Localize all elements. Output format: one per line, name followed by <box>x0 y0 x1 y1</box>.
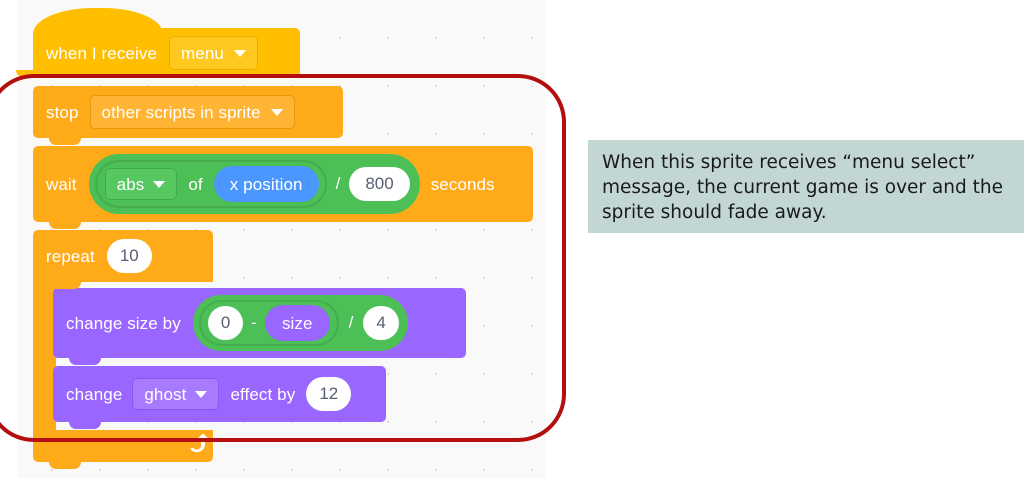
math-function-connector-label: of <box>188 174 203 194</box>
change-size-by-label: change size by <box>66 313 181 333</box>
effect-dropdown[interactable]: ghost <box>132 378 220 410</box>
when-i-receive-label: when I receive <box>46 43 158 63</box>
x-position-label: x position <box>229 174 303 194</box>
wait-seconds-label: seconds <box>430 174 495 194</box>
divide-size-sign: / <box>348 313 354 332</box>
chevron-down-icon <box>270 108 283 116</box>
change-effect-prefix-label: change <box>66 384 123 404</box>
operator-divide-size[interactable]: 0 - size / 4 <box>192 295 408 351</box>
math-function-dropdown[interactable]: abs <box>104 168 178 200</box>
wait-block-connector-notch <box>49 222 81 229</box>
block-when-i-receive[interactable]: when I receive menu <box>33 8 300 78</box>
block-wait-seconds[interactable]: wait abs of x position / 800 seconds <box>33 146 533 222</box>
message-dropdown[interactable]: menu <box>169 36 258 70</box>
hat-block-body: when I receive menu <box>33 28 300 78</box>
subtract-sign: - <box>251 313 257 332</box>
divide-right-input[interactable]: 800 <box>349 167 410 201</box>
hat-block-connector-notch <box>16 70 48 77</box>
caption-text: When this sprite receives “menu select” … <box>602 152 1003 223</box>
stop-label: stop <box>46 102 79 122</box>
change-effect-mid-label: effect by <box>230 384 296 404</box>
block-repeat[interactable]: repeat 10 <box>33 230 213 282</box>
effect-dropdown-value: ghost <box>144 384 187 404</box>
block-change-size-by[interactable]: change size by 0 - size / 4 <box>53 288 466 358</box>
chevron-down-icon <box>153 180 166 188</box>
message-dropdown-value: menu <box>181 43 224 63</box>
block-stop[interactable]: stop other scripts in sprite <box>33 86 343 138</box>
operator-math-function-of[interactable]: abs of x position <box>94 160 327 208</box>
stop-option-dropdown[interactable]: other scripts in sprite <box>89 95 295 129</box>
chevron-down-icon <box>195 390 208 398</box>
wait-label: wait <box>46 174 77 194</box>
change-effect-connector-notch <box>69 422 101 429</box>
loop-arrow-icon <box>190 433 210 453</box>
math-function-value: abs <box>116 174 145 194</box>
reporter-x-position[interactable]: x position <box>213 166 319 202</box>
change-effect-value-input[interactable]: 12 <box>306 377 352 411</box>
size-label: size <box>281 313 313 333</box>
stop-option-value: other scripts in sprite <box>101 102 261 122</box>
repeat-block-left-arm <box>33 282 56 430</box>
caption-box: When this sprite receives “menu select” … <box>588 140 1024 233</box>
operator-divide[interactable]: abs of x position / 800 <box>88 154 420 214</box>
subtract-left-input[interactable]: 0 <box>207 306 244 340</box>
repeat-inner-connector-notch <box>49 282 81 289</box>
reporter-size[interactable]: size <box>264 305 330 341</box>
operator-subtract[interactable]: 0 - size <box>198 300 339 346</box>
repeat-label: repeat <box>46 246 95 266</box>
change-size-connector-notch <box>69 358 101 365</box>
repeat-block-foot <box>33 430 213 462</box>
block-change-effect-by[interactable]: change ghost effect by 12 <box>53 366 386 422</box>
chevron-down-icon <box>233 49 246 57</box>
repeat-times-input[interactable]: 10 <box>106 239 152 273</box>
divide-size-right-input[interactable]: 4 <box>363 306 399 340</box>
repeat-block-connector-notch <box>49 462 81 469</box>
divide-sign: / <box>335 174 341 193</box>
stop-block-connector-notch <box>49 138 81 145</box>
